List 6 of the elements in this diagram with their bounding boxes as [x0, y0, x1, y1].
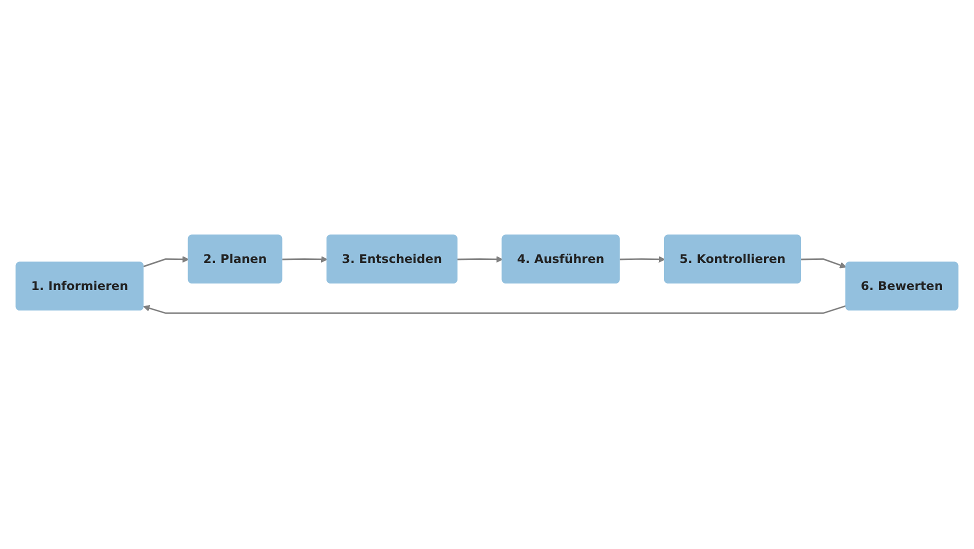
arrow: [143, 256, 189, 268]
arrow: [457, 256, 503, 264]
arrow: [143, 305, 846, 314]
arrow: [620, 256, 666, 264]
arrow: [801, 258, 846, 269]
arrow: [282, 256, 328, 264]
